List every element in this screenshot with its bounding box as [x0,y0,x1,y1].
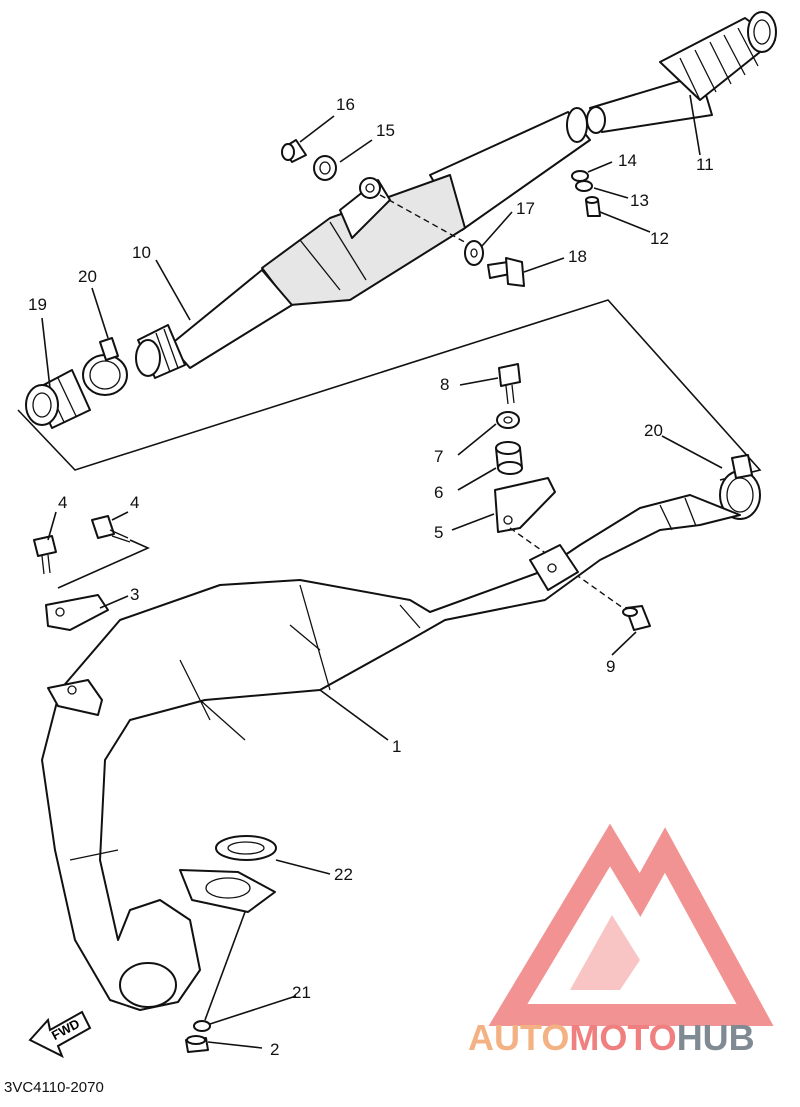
part-4b-bolt [91,515,131,543]
callout-20b: 20 [644,421,663,440]
callout-17: 17 [516,199,535,218]
callout-12: 12 [650,229,669,248]
diagram-code: 3VC4110-2070 [4,1079,104,1096]
watermark-auto: AUTO [468,1017,569,1058]
callout-16: 16 [336,95,355,114]
part-6-damper [495,441,523,475]
part-11-tail-pipe [586,11,777,134]
fwd-arrow-icon: FWD [28,1010,92,1059]
watermark-hub: HUB [677,1017,755,1058]
callout-13: 13 [630,191,649,210]
callout-15: 15 [376,121,395,140]
part-2-nut [185,1035,209,1053]
part-3-bracket [45,594,109,631]
callout-11: 11 [696,155,714,174]
part-4a-bolt [33,535,57,575]
callout-20a: 20 [78,267,97,286]
callout-5: 5 [434,523,443,542]
callout-18: 18 [568,247,587,266]
callout-22: 22 [334,865,353,884]
part-5-bracket [494,477,641,621]
part-22-gasket [215,835,277,861]
callout-7: 7 [434,447,443,466]
callout-4a: 4 [58,493,67,512]
part-12-bolt [585,196,601,217]
part-20-right-clamp [719,454,761,520]
pipe-mount-tab [47,679,103,716]
leader-lines [41,94,723,1049]
callout-4b: 4 [130,493,139,512]
part-7-collar [496,411,520,429]
part-18-bolt [487,257,525,287]
part-20-clamp [82,337,128,396]
stud-line [204,911,246,1021]
callout-6: 6 [434,483,443,502]
callout-21: 21 [292,983,311,1002]
part-1-exhaust-pipe [41,494,741,1011]
callout-19: 19 [28,295,47,314]
callout-9: 9 [606,657,615,676]
part-15-grommet [313,155,337,181]
part-14-washer [571,170,589,182]
part-9-bolt [622,605,651,631]
part-13-washer [575,180,593,192]
callout-labels: 1 2 3 4 4 5 6 7 8 9 10 11 12 13 14 15 16… [28,95,714,1059]
watermark-text: AUTOMOTOHUB [468,1017,755,1058]
part-3-outline [57,539,150,589]
watermark-logo-icon [488,823,774,1026]
part-21-washer [193,1020,211,1032]
callout-8: 8 [440,375,449,394]
callout-3: 3 [130,585,139,604]
part-17-washer [464,240,484,266]
part-10-muffler [135,107,591,379]
watermark-moto: MOTO [569,1017,676,1058]
assembly-outline [17,299,762,481]
callout-1: 1 [392,737,401,756]
callout-14: 14 [618,151,637,170]
callout-2: 2 [270,1040,279,1059]
part-8-bolt [498,363,521,405]
part-19-gasket [25,369,91,429]
part-16-collar [281,139,307,163]
callout-10: 10 [132,243,151,262]
